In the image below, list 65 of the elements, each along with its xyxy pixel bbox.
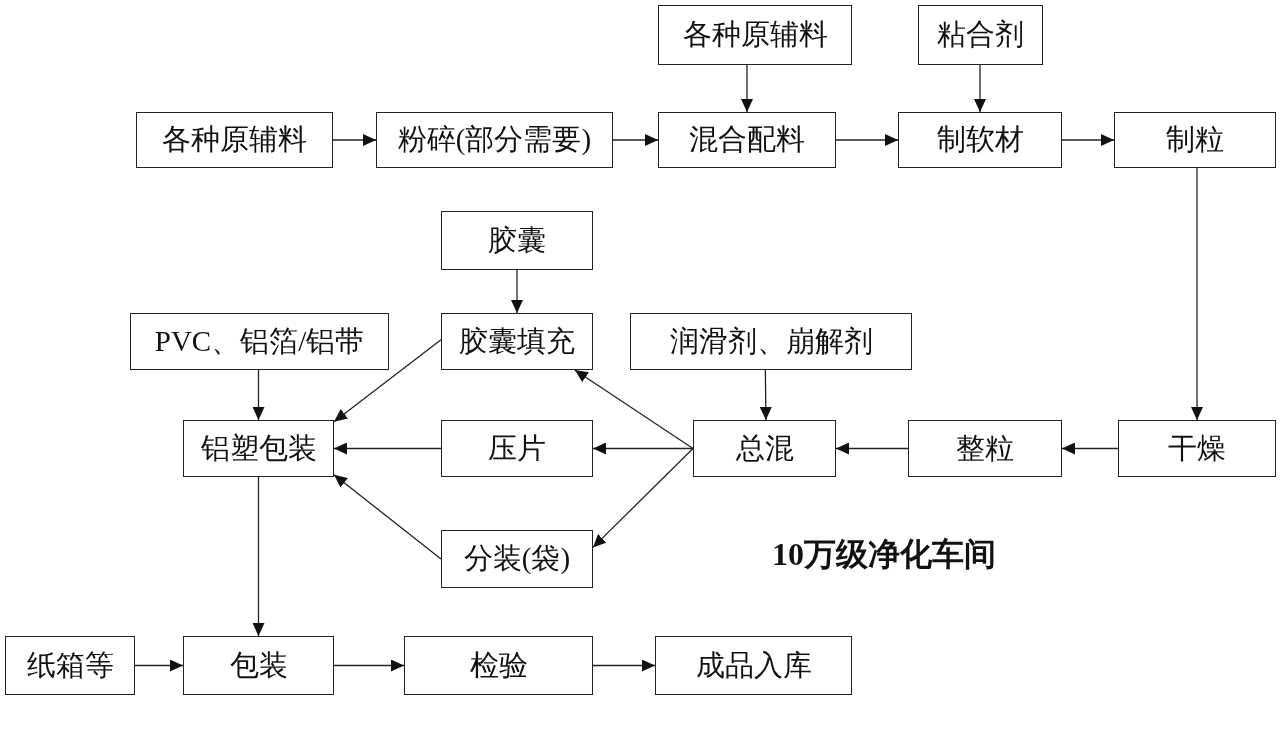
- arrow: [835, 134, 899, 146]
- process-box: [136, 112, 333, 168]
- process-box: [130, 313, 389, 370]
- step-label: 纸箱等: [26, 647, 114, 683]
- arrow: [574, 369, 694, 450]
- process-box: [658, 112, 836, 168]
- arrow: [134, 659, 184, 672]
- arrow: [612, 134, 659, 146]
- process-box: [908, 420, 1062, 477]
- step-label: 压片: [488, 430, 546, 466]
- step-label: 制粒: [1166, 122, 1224, 157]
- arrow: [592, 447, 694, 549]
- step-label: PVC、铝箔/铝带: [154, 323, 365, 359]
- arrow: [332, 134, 377, 146]
- process-box: [918, 5, 1043, 65]
- arrow: [592, 442, 694, 455]
- step-label: 制软材: [936, 122, 1024, 157]
- step-label: 成品入库: [695, 647, 812, 683]
- arrow: [759, 369, 772, 421]
- arrow: [1061, 442, 1119, 455]
- step-label: 分装(袋): [463, 541, 571, 576]
- process-box: [183, 420, 334, 477]
- step-label: 胶囊填充: [459, 323, 575, 359]
- process-box: [898, 112, 1062, 168]
- step-label: 润滑剂、崩解剂: [669, 323, 873, 359]
- process-box: [404, 636, 593, 695]
- arrow: [333, 659, 405, 672]
- process-box: [441, 420, 593, 477]
- step-label: 粘合剂: [937, 17, 1024, 52]
- process-box: [441, 530, 593, 588]
- process-box: [1114, 112, 1276, 168]
- process-box: [658, 5, 852, 65]
- process-box: [1118, 420, 1276, 477]
- process-box: [693, 420, 836, 477]
- arrow: [835, 442, 909, 455]
- step-label: 各种原辅料: [162, 122, 307, 157]
- process-box: [441, 313, 593, 370]
- process-box: [5, 636, 135, 695]
- step-label: 各种原辅料: [682, 17, 828, 52]
- step-label: 包装: [229, 647, 288, 683]
- step-label: 粉碎(部分需要): [397, 122, 592, 157]
- step-label: 干燥: [1168, 430, 1226, 466]
- arrow: [333, 339, 442, 423]
- arrow: [741, 64, 753, 113]
- area-note: 10万级净化车间: [772, 535, 996, 574]
- arrow: [592, 659, 656, 672]
- step-label: 胶囊: [488, 222, 546, 258]
- step-label: 检验: [469, 647, 528, 683]
- process-box: [376, 112, 613, 168]
- arrow: [1061, 134, 1115, 146]
- arrow: [252, 476, 265, 637]
- step-label: 混合配料: [689, 122, 805, 157]
- arrow: [333, 442, 442, 455]
- process-box: [183, 636, 334, 695]
- arrow: [511, 269, 523, 314]
- arrow: [974, 64, 986, 113]
- arrow: [252, 369, 265, 421]
- step-label: 整粒: [956, 430, 1014, 466]
- process-box: [655, 636, 852, 695]
- process-box: [441, 211, 593, 270]
- process-box: [630, 313, 912, 370]
- arrow: [333, 474, 442, 560]
- arrow: [1191, 167, 1203, 421]
- step-label: 铝塑包装: [200, 430, 317, 466]
- step-label: 总混: [735, 430, 794, 466]
